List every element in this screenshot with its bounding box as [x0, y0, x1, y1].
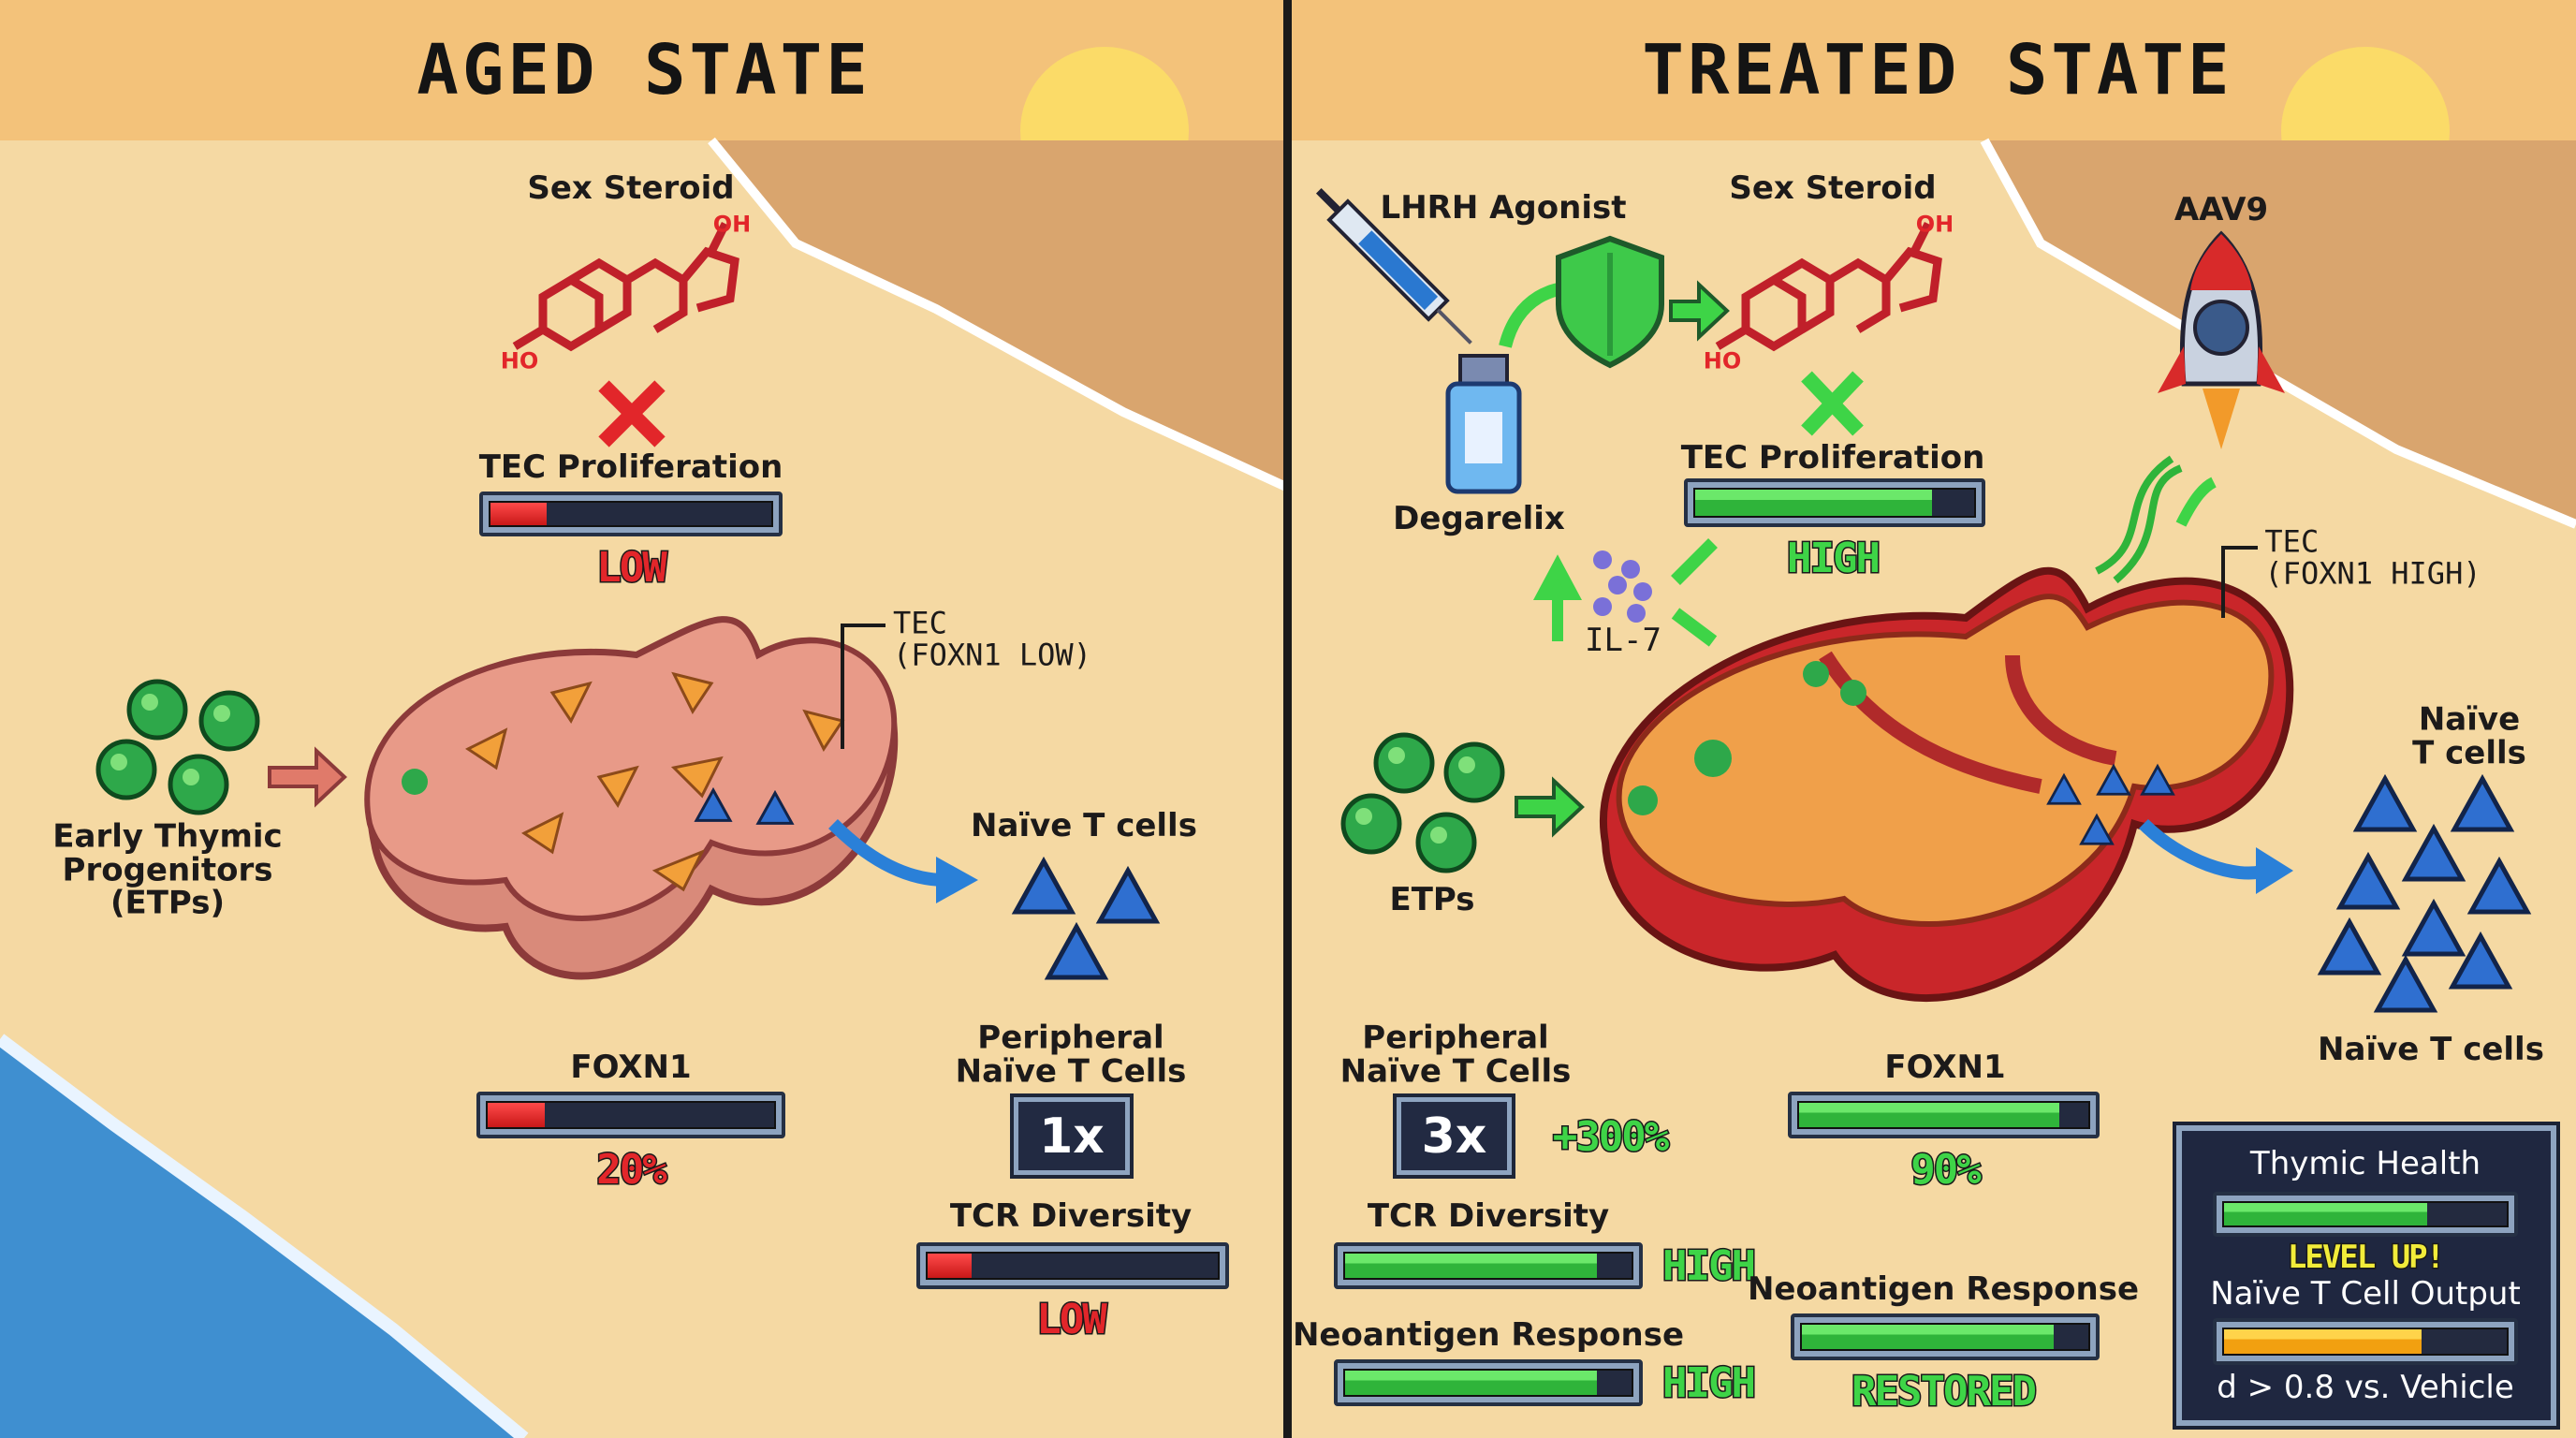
- tec-proliferation-label: TEC Proliferation: [1680, 439, 1985, 477]
- shield-icon: [1556, 235, 1664, 369]
- tcr-diversity-label: TCR Diversity: [1367, 1197, 1610, 1236]
- tcr-diversity-status: HIGH: [1661, 1241, 1758, 1290]
- foxn1-bar: [1788, 1092, 2100, 1138]
- peripheral-label: Peripheral Naïve T Cells: [955, 1019, 1187, 1090]
- sex-steroid-label: Sex Steroid: [1729, 169, 1937, 208]
- naive-t-cell-output-label: Naïve T Cell Output: [2210, 1275, 2521, 1313]
- arrow-head-icon: [936, 857, 978, 903]
- degarelix-label: Degarelix: [1393, 500, 1565, 538]
- arrow-icon: [1671, 608, 1718, 647]
- tec-label: TEC (FOXN1 LOW): [893, 605, 1091, 672]
- thymic-health-label: Thymic Health: [2249, 1145, 2481, 1183]
- arrow-icon: [2139, 818, 2268, 880]
- etps-label: Early Thymic Progenitors (ETPs): [52, 817, 283, 922]
- bar-fill: [488, 1103, 546, 1127]
- arrow-head-icon: [2256, 847, 2293, 894]
- peripheral-value-box: 1x: [1010, 1093, 1134, 1179]
- tec-proliferation-label: TEC Proliferation: [478, 448, 783, 487]
- aav9-label: AAV9: [2174, 191, 2269, 229]
- arrow-icon: [1515, 776, 1585, 838]
- bar-fill: [928, 1254, 972, 1278]
- treated-thymus: [1600, 546, 2294, 1003]
- tcr-diversity-bar: [1334, 1242, 1643, 1289]
- tec-proliferation-bar: [1684, 478, 1985, 527]
- treated-background: [1292, 0, 2576, 1438]
- peripheral-label: Peripheral Naïve T Cells: [1339, 1019, 1572, 1090]
- rocket-icon: [2158, 230, 2285, 449]
- tcr-diversity-label: TCR Diversity: [949, 1197, 1193, 1236]
- neoantigen-mid-status: RESTORED: [1851, 1367, 2039, 1416]
- aged-title: AGED STATE: [417, 30, 871, 111]
- thymic-health-panel: [2173, 1122, 2560, 1430]
- treated-title: TREATED STATE: [1642, 30, 2233, 111]
- bar-fill: [1802, 1325, 2055, 1349]
- foxn1-label: FOXN1: [570, 1049, 692, 1087]
- tec-proliferation-bar: [479, 492, 783, 536]
- panel-divider: [1283, 0, 1292, 1438]
- foxn1-value: 20%: [595, 1145, 669, 1194]
- syringe-icon: [1315, 187, 1472, 345]
- naive-t-cells-bottom-label: Naïve T cells: [2318, 1031, 2544, 1069]
- arrow-icon: [828, 819, 946, 887]
- tcr-diversity-bar: [916, 1242, 1229, 1289]
- peripheral-value-box: 3x: [1393, 1093, 1515, 1179]
- bar-fill: [1345, 1371, 1598, 1395]
- bar-fill: [1695, 490, 1933, 516]
- bar-fill: [490, 503, 547, 525]
- level-up-label: LEVEL UP!: [2286, 1239, 2446, 1277]
- neoantigen-left-status: HIGH: [1661, 1358, 1758, 1407]
- blocked-x-icon: [598, 380, 666, 448]
- bar-fill: [2224, 1203, 2428, 1225]
- ho-label: HO: [1703, 347, 1742, 374]
- dna-icon: [2095, 455, 2183, 584]
- arrow-icon: [1671, 538, 1718, 585]
- tcr-diversity-status: LOW: [1035, 1295, 1109, 1343]
- ho-label: HO: [500, 347, 539, 374]
- naive-t-cells-label: Naïve T cells: [971, 807, 1197, 845]
- neoantigen-left-bar: [1334, 1359, 1643, 1406]
- il7-label: IL-7: [1585, 622, 1661, 660]
- neoantigen-mid-label: Neoantigen Response: [1747, 1270, 2140, 1309]
- aged-thymus: [364, 616, 899, 980]
- green-x-icon: [1801, 371, 1864, 436]
- neoantigen-left-label: Neoantigen Response: [1292, 1316, 1685, 1355]
- naive-t-cells-top-label: Naïve T cells: [2412, 700, 2526, 771]
- bar-fill: [1345, 1254, 1598, 1278]
- foxn1-bar: [476, 1092, 785, 1138]
- arrow-icon: [1669, 280, 1730, 342]
- effect-size-label: d > 0.8 vs. Vehicle: [2217, 1369, 2514, 1407]
- vial-icon: [1445, 354, 1522, 494]
- neoantigen-mid-bar: [1791, 1313, 2100, 1360]
- thymic-health-bar: [2213, 1192, 2518, 1237]
- bar-fill: [2224, 1329, 2422, 1354]
- tec-proliferation-status: LOW: [595, 543, 669, 592]
- foxn1-label: FOXN1: [1884, 1049, 2006, 1087]
- up-arrow-icon: [1533, 554, 1582, 641]
- arrow-icon: [268, 746, 347, 808]
- lhrh-agonist-label: LHRH Agonist: [1380, 189, 1627, 227]
- peripheral-change: +300%: [1551, 1112, 1670, 1161]
- tec-label: TEC (FOXN1 HIGH): [2264, 523, 2481, 591]
- etps-label: ETPs: [1389, 881, 1475, 919]
- sex-steroid-label: Sex Steroid: [527, 169, 735, 208]
- il7-cytokines-icon: [1593, 550, 1652, 623]
- arrow-icon: [2175, 477, 2217, 527]
- oh-label: OH: [712, 211, 752, 238]
- naive-t-cell-output-bar: [2213, 1318, 2518, 1365]
- oh-label: OH: [1915, 211, 1954, 238]
- foxn1-value: 90%: [1910, 1145, 1983, 1194]
- tec-proliferation-status: HIGH: [1786, 534, 1882, 582]
- bar-fill: [1799, 1103, 2060, 1127]
